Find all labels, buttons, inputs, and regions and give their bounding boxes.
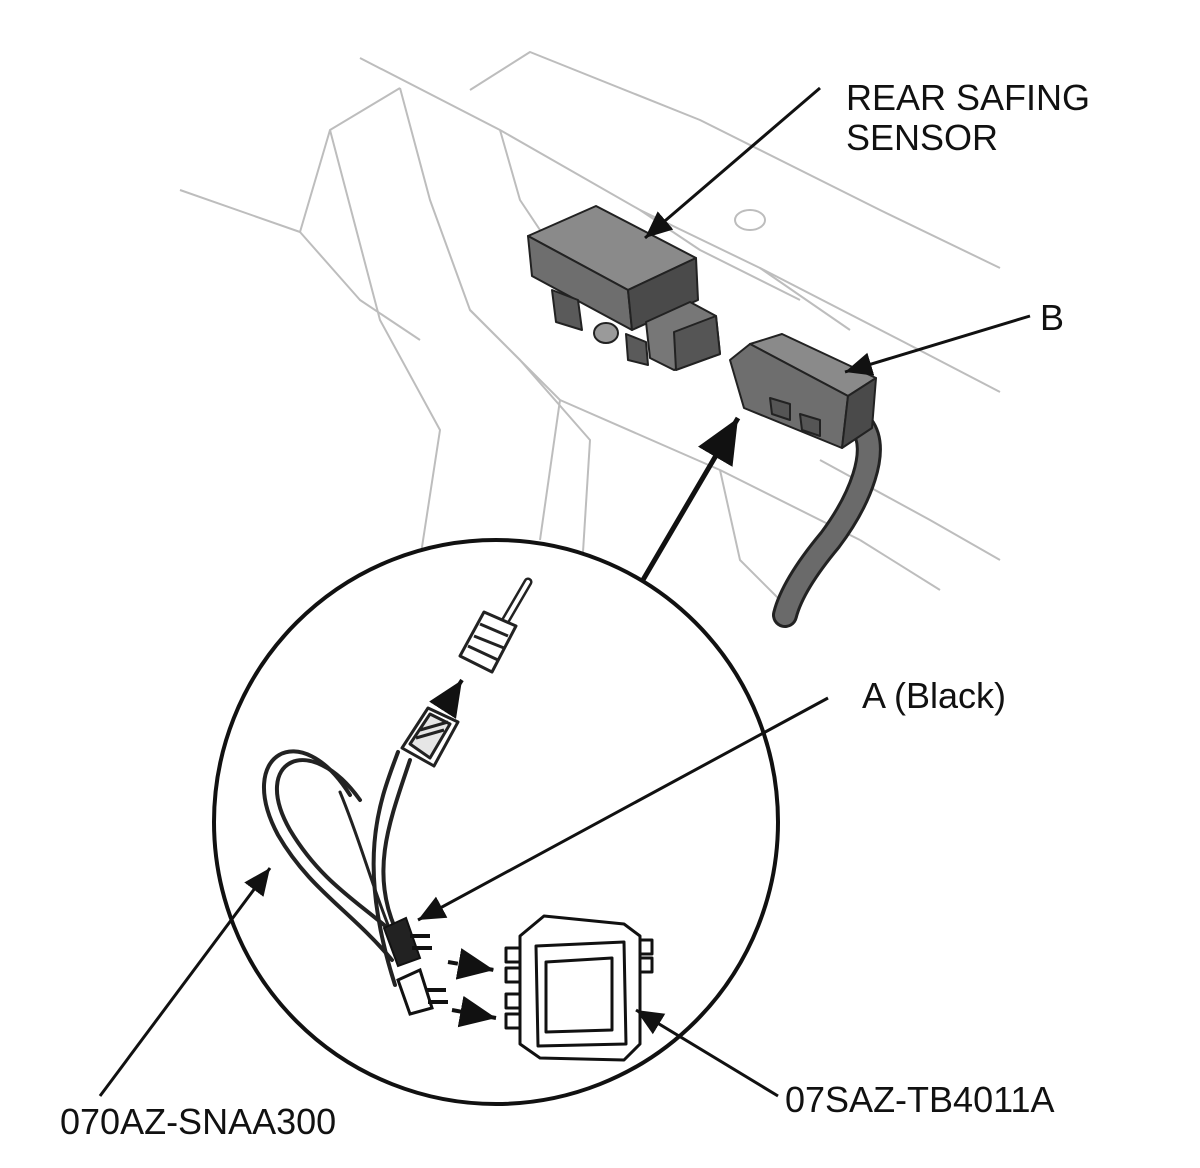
leader-harness xyxy=(98,867,272,1097)
dashed-arrow-lower xyxy=(451,995,497,1028)
leader-resistor xyxy=(635,1008,779,1098)
label-rear-safing-line2: SENSOR xyxy=(846,117,999,158)
resistor-box xyxy=(504,914,654,1062)
label-rear-safing-line1: REAR SAFING xyxy=(846,77,1091,118)
mating-connector xyxy=(458,610,518,674)
connection-arrow xyxy=(637,416,741,587)
label-harness-part: 070AZ-SNAA300 xyxy=(60,1101,337,1142)
label-resistor-part: 07SAZ-TB4011A xyxy=(785,1079,1055,1120)
harness-connector xyxy=(400,706,460,768)
test-harness xyxy=(261,577,533,987)
body-panel-outline xyxy=(179,51,1001,611)
leader-b xyxy=(844,314,1031,376)
leader-a xyxy=(417,696,829,922)
connector-white-plug xyxy=(396,967,448,1016)
dashed-arrow-upper xyxy=(447,948,495,980)
leader-rear-safing xyxy=(644,86,821,240)
label-connector-a: A (Black) xyxy=(862,675,1007,716)
connector-b xyxy=(729,333,882,628)
rear-safing-sensor xyxy=(527,205,721,371)
small-arrow-connector xyxy=(429,678,464,719)
label-connector-b: B xyxy=(1040,297,1065,338)
connector-a-black xyxy=(382,916,432,968)
